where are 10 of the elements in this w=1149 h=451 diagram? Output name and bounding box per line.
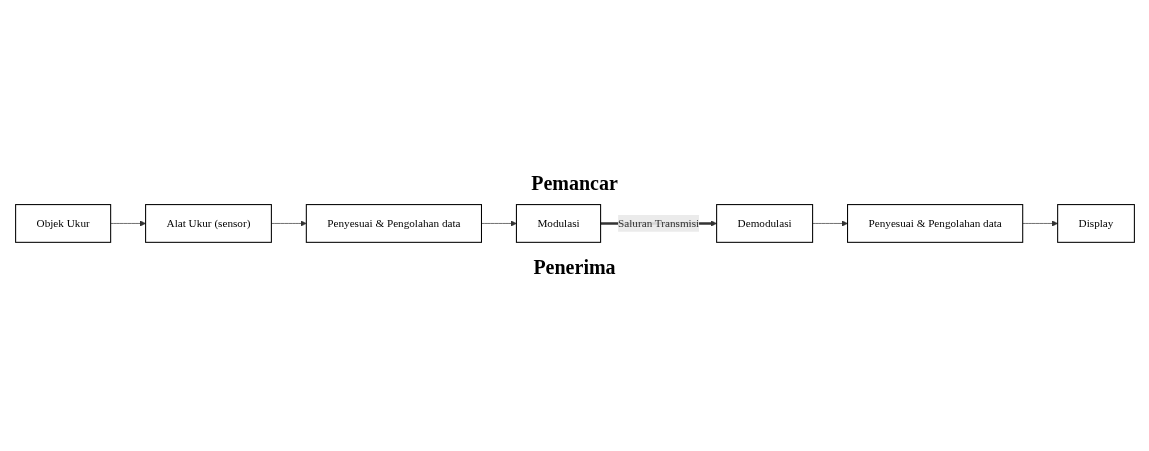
node-box: Modulasi [515,204,601,243]
group-label: Pemancar [530,171,619,197]
node-box: Objek Ukur [14,204,111,243]
node-box: Penyesuai & Pengolahan data [846,204,1023,243]
group-label: Penerima [532,254,617,280]
node-box: Display [1056,204,1135,243]
edge-label: Saluran Transmisi [617,217,699,230]
node-box: Alat Ukur (sensor) [144,204,272,243]
node-box: Demodulasi [715,204,813,243]
node-box: Penyesuai & Pengolahan data [305,204,482,243]
